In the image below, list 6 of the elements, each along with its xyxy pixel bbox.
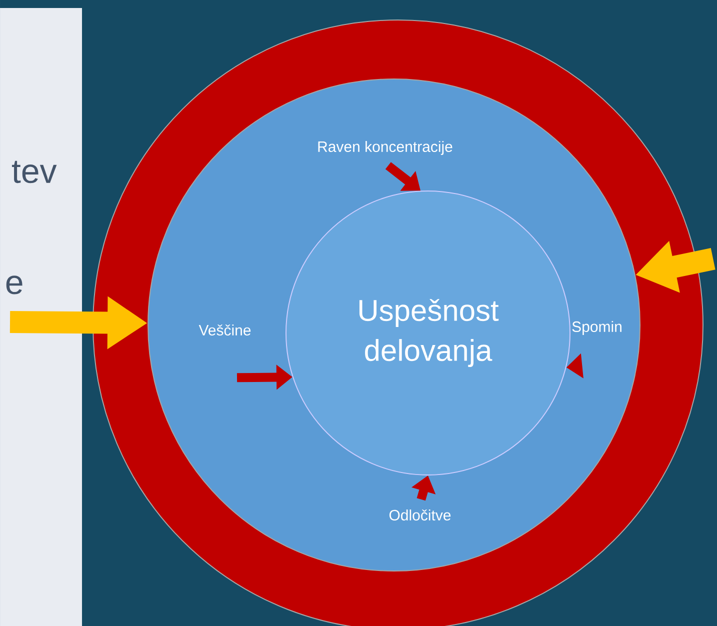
factor-label: Raven koncentracije	[318, 141, 452, 155]
cut-text: tev	[12, 160, 57, 184]
cut-text: e	[6, 276, 22, 294]
factor-label: Veščine	[198, 324, 251, 336]
factor-label: Spomin	[572, 321, 622, 335]
factor-label: Odločitve	[389, 509, 451, 521]
